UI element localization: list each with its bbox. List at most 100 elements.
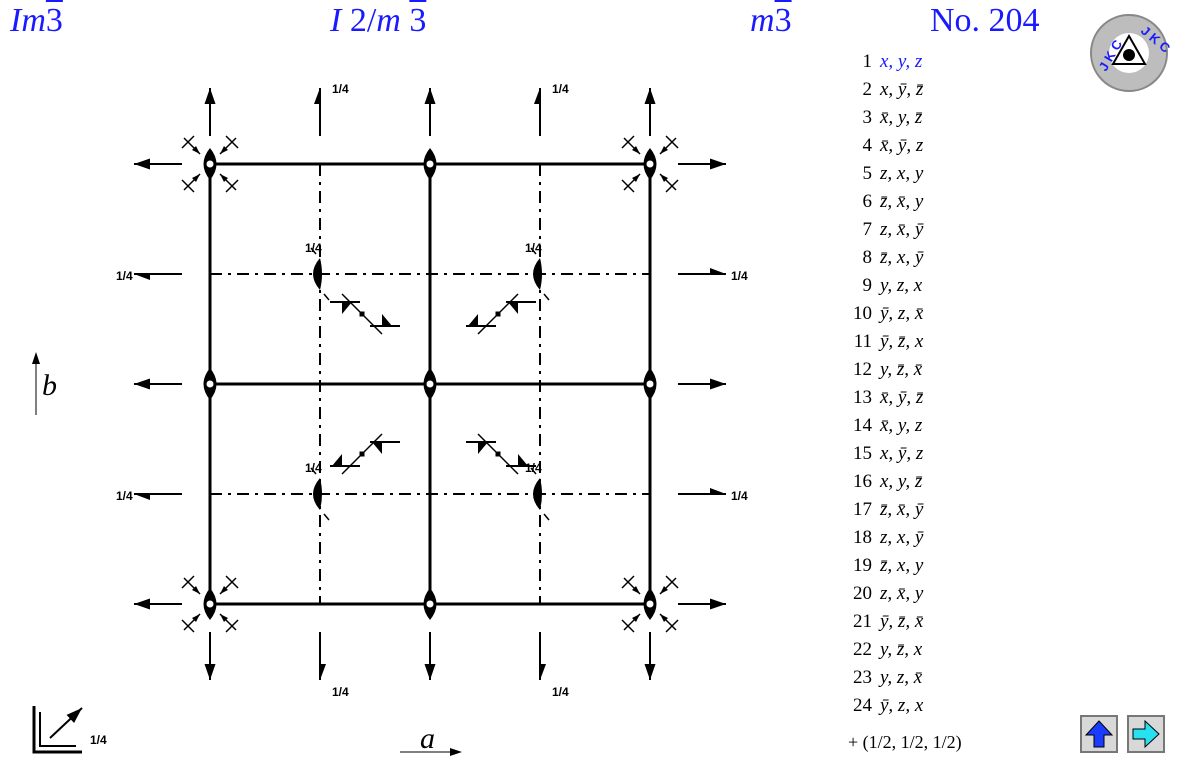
operation-number: 3 xyxy=(862,107,873,128)
inversion-centre xyxy=(646,380,654,388)
screw-axis-tick xyxy=(530,467,537,475)
threefold-axis-head xyxy=(220,586,228,594)
twofold-axis-arrow-head xyxy=(424,664,436,680)
operation-number: 18 xyxy=(853,527,872,548)
height-label: 1/4 xyxy=(552,685,569,699)
threefold-axis-head xyxy=(192,586,200,594)
height-label: 1/4 xyxy=(332,685,349,699)
operation-coordinates: z, x, y xyxy=(880,163,924,184)
operation-row: 24 ȳ, z, x xyxy=(842,692,982,720)
inversion-centre xyxy=(359,311,365,317)
operation-coordinates: x̄, y, z̄ xyxy=(880,107,923,128)
full-symbol: I 2/m 3 xyxy=(330,2,427,39)
threefold-axis-line xyxy=(225,619,239,633)
threefold-axis-head xyxy=(192,614,200,622)
height-label: 1/4 xyxy=(525,241,542,255)
threefold-axis-head xyxy=(468,314,478,326)
operation-coordinates: z̄, x̄, y xyxy=(880,191,924,212)
a-axis-label: a xyxy=(420,722,435,755)
point-group-symbol: m3 xyxy=(750,2,792,39)
threefold-axis-head xyxy=(220,146,228,154)
operation-number: 24 xyxy=(853,695,872,716)
threefold-axis-head xyxy=(192,146,200,154)
threefold-axis-line xyxy=(225,179,239,193)
threefold-axis-head xyxy=(508,302,518,314)
operation-coordinates: z̄, x, ȳ xyxy=(880,247,924,268)
axes-legend xyxy=(32,706,82,754)
screw-axis-symbol xyxy=(313,478,322,510)
screw-axis-arrow-head xyxy=(134,274,150,280)
threefold-axis-line xyxy=(181,179,195,193)
operation-number: 14 xyxy=(853,415,872,436)
inversion-centre xyxy=(426,160,434,168)
height-label: 1/4 xyxy=(90,733,107,747)
twofold-axis-arrow-head xyxy=(644,88,656,104)
twofold-axis-arrow-head xyxy=(424,88,436,104)
operation-number: 16 xyxy=(853,471,872,492)
operation-number: 4 xyxy=(862,135,873,156)
space-group-number: No. 204 xyxy=(930,2,1040,39)
height-label: 1/4 xyxy=(116,269,133,283)
operation-number: 21 xyxy=(853,611,872,632)
height-label: 1/4 xyxy=(305,241,322,255)
operation-number: 19 xyxy=(853,555,872,576)
inversion-centre xyxy=(206,600,214,608)
height-label: 1/4 xyxy=(552,82,569,96)
height-label: 1/4 xyxy=(116,489,133,503)
height-label: 1/4 xyxy=(332,82,349,96)
operation-coordinates: x̄, ȳ, z xyxy=(880,135,924,156)
inversion-centre xyxy=(646,160,654,168)
threefold-axis-line xyxy=(621,135,635,149)
nav-up-button[interactable] xyxy=(1080,715,1118,753)
threefold-axis-line xyxy=(665,619,679,633)
threefold-axis-line xyxy=(225,575,239,589)
threefold-axis-line xyxy=(181,135,195,149)
operation-coordinates: ȳ, z, x̄ xyxy=(880,303,924,324)
threefold-axis-head xyxy=(632,146,640,154)
screw-axis-arrow-head xyxy=(534,88,540,104)
operation-coordinates: ȳ, z̄, x xyxy=(880,331,924,352)
screw-axis-arrow-head xyxy=(134,494,150,500)
height-label: 1/4 xyxy=(731,489,748,503)
twofold-axis-arrow-head xyxy=(710,378,726,390)
inversion-centre xyxy=(426,600,434,608)
twofold-axis-arrow-head xyxy=(644,664,656,680)
threefold-axis-line xyxy=(621,179,635,193)
threefold-axis-head xyxy=(518,454,528,466)
height-label: 1/4 xyxy=(525,461,542,475)
operation-coordinates: y, z̄, x̄ xyxy=(880,359,923,380)
threefold-axis-head xyxy=(478,442,488,454)
threefold-axis-line xyxy=(665,179,679,193)
operation-number: 5 xyxy=(862,163,873,184)
operation-coordinates: ȳ, z, x xyxy=(880,695,924,716)
screw-axis-arrow-head xyxy=(314,88,320,104)
operation-number: 13 xyxy=(853,387,872,408)
operation-coordinates: y, z̄, x xyxy=(880,639,923,660)
twofold-axis-arrow-head xyxy=(134,378,150,390)
screw-axis-arrow-head xyxy=(320,664,326,680)
operation-number: 10 xyxy=(853,303,872,324)
threefold-axis-head xyxy=(660,174,668,182)
threefold-axis-head xyxy=(632,586,640,594)
operation-number: 15 xyxy=(853,443,872,464)
operation-row: 3 x̄, y, z̄ xyxy=(842,104,982,132)
threefold-axis-line xyxy=(225,135,239,149)
nav-next-button[interactable] xyxy=(1127,715,1165,753)
operation-number: 20 xyxy=(853,583,872,604)
screw-axis-symbol xyxy=(533,258,542,290)
screw-axis-arrow-head xyxy=(540,664,546,680)
threefold-axis-head xyxy=(632,614,640,622)
operation-row: 10 ȳ, z, x̄ xyxy=(842,300,982,328)
b-axis-arrow-head xyxy=(32,352,40,364)
threefold-axis-line xyxy=(181,619,195,633)
operation-coordinates: y, z, x̄ xyxy=(880,667,923,688)
